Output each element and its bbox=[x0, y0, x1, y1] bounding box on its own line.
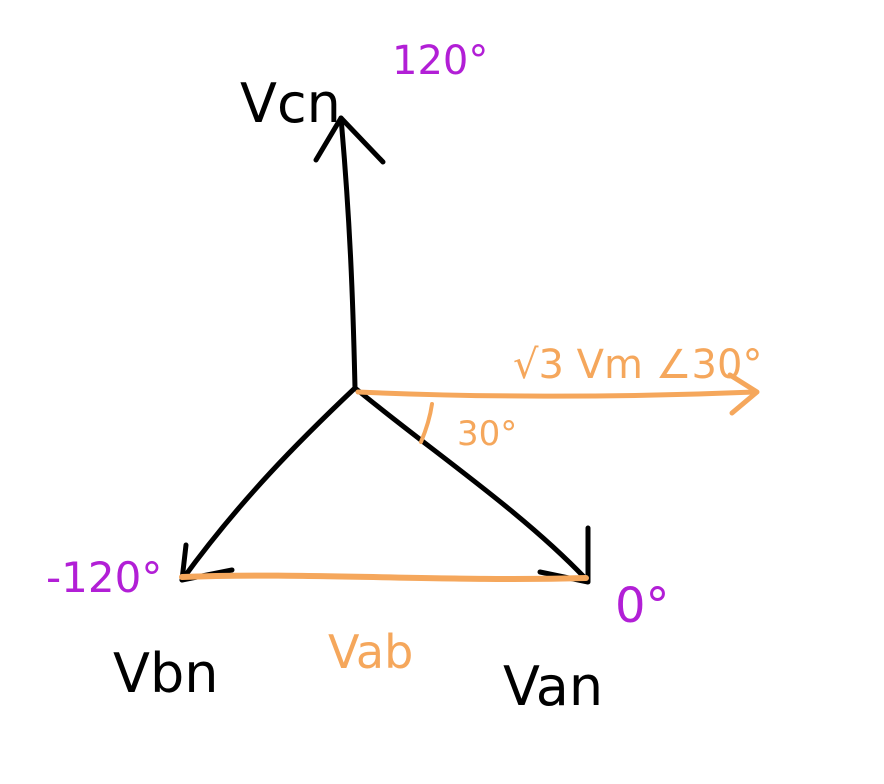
resultant-phasor-line bbox=[355, 389, 758, 399]
vab-label: Vab bbox=[328, 625, 413, 679]
vbn-label: Vbn bbox=[113, 642, 218, 705]
van-phasor-line bbox=[352, 385, 588, 581]
van-angle-label: 0° bbox=[615, 578, 670, 634]
vab-line bbox=[179, 572, 589, 582]
vcn-arrowhead bbox=[313, 115, 386, 165]
angle-arc-30 bbox=[419, 402, 434, 444]
van-arrowhead bbox=[537, 525, 591, 585]
van-label: Van bbox=[503, 655, 603, 718]
vcn-label: Vcn bbox=[240, 72, 341, 135]
vcn-angle-label: 120° bbox=[392, 38, 488, 84]
resultant-arrowhead bbox=[727, 372, 760, 416]
vbn-angle-label: -120° bbox=[46, 553, 162, 602]
vbn-phasor-line bbox=[179, 385, 358, 583]
resultant-label: √3 Vm ∠30° bbox=[513, 342, 762, 388]
vcn-phasor-line bbox=[338, 115, 358, 391]
angle-30-label: 30° bbox=[457, 414, 517, 454]
